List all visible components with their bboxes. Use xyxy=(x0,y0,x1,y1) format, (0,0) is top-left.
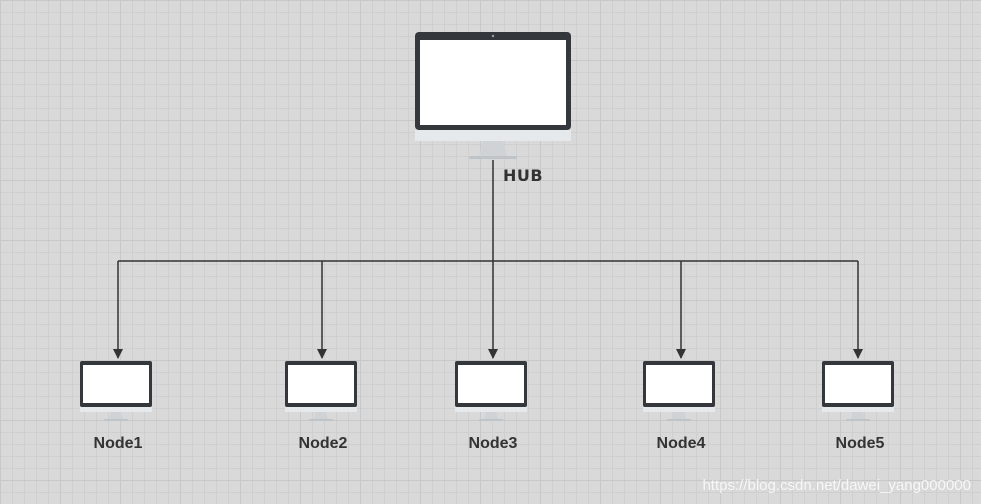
node4-monitor-icon xyxy=(643,361,715,421)
node1-label: Node1 xyxy=(93,435,143,452)
node2-monitor-icon xyxy=(285,361,357,421)
hub-monitor-icon xyxy=(415,32,571,159)
node3-monitor-icon xyxy=(455,361,527,421)
node2-label: Node2 xyxy=(298,435,348,452)
node5-label: Node5 xyxy=(835,435,885,452)
connectors xyxy=(113,160,863,359)
node1-monitor-icon xyxy=(80,361,152,421)
node4-label: Node4 xyxy=(656,435,706,452)
node5-monitor-icon xyxy=(822,361,894,421)
watermark-text: https://blog.csdn.net/dawei_yang000000 xyxy=(702,477,971,494)
node3-label: Node3 xyxy=(468,435,518,452)
hub-label: HUB xyxy=(503,166,544,185)
